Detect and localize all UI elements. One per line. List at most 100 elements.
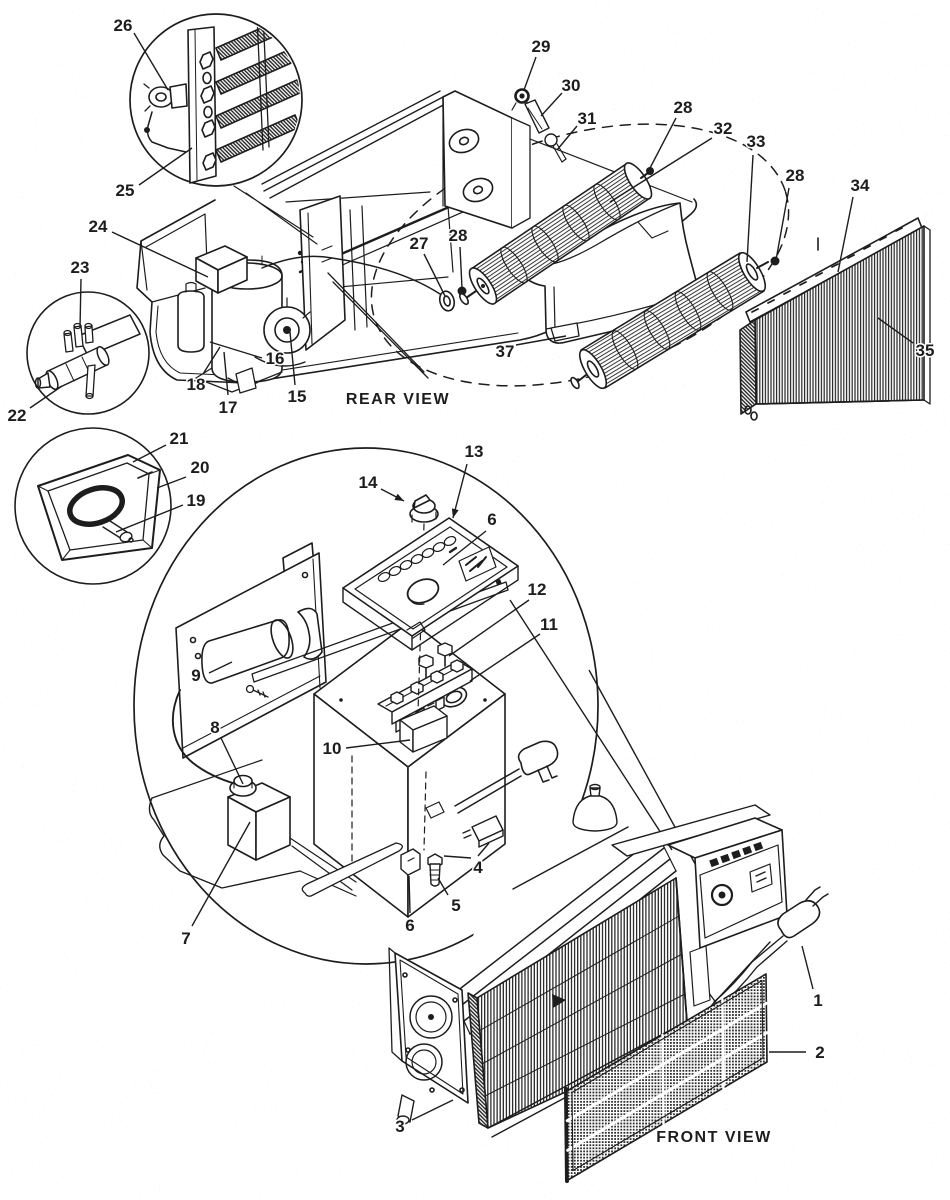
front-left-plate-part-8 [402, 972, 408, 978]
selector-knob [409, 494, 439, 523]
condenser-coil-part-3 [923, 225, 931, 405]
callout-28: 28 [674, 98, 693, 117]
callout-14: 14 [359, 473, 378, 492]
blower-wheel-evaporator-part-2 [500, 246, 528, 284]
blower-wheel-condenser-part-9 [570, 376, 580, 390]
control-bezel-part-2 [342, 565, 519, 651]
front-top-rails-part-1 [512, 826, 629, 890]
front-control-box-part-7 [749, 863, 773, 893]
control-bezel-part-4 [408, 597, 425, 606]
callout-leader-31 [556, 125, 578, 151]
rear-partition-plates [299, 195, 368, 351]
drain-elbow-part-2 [396, 1115, 410, 1125]
diagram-part-1 [571, 979, 764, 1172]
rear-motor-bracket-part-5 [458, 136, 470, 146]
valve-body-part-3 [96, 345, 110, 367]
callout-leader-28 [775, 187, 790, 261]
callout-34: 34 [851, 176, 870, 195]
vent-dome-part-1 [572, 794, 618, 832]
bezel-buttons [377, 535, 457, 583]
evaporator-coil-part-5 [552, 994, 566, 1008]
valve-tubes-part-8 [85, 392, 94, 400]
reservoir-box-part-6 [233, 780, 253, 789]
blower-wheel-condenser-part-3 [643, 310, 671, 350]
rear-motor-bracket-part-6 [462, 177, 494, 203]
callout-23: 23 [71, 258, 90, 277]
blower-wheel-condenser-part-4 [674, 291, 702, 331]
front-left-plate-part-7 [411, 1049, 437, 1075]
scroll-housing-part-4 [553, 286, 556, 331]
heater-mount-plate-part-8 [203, 105, 213, 119]
rear-motor-bolts-part-7 [552, 143, 567, 163]
rear-grommet-washer-part-3 [457, 286, 467, 296]
rear-motor-bolts-part-8 [561, 158, 567, 163]
callout-28: 28 [786, 166, 805, 185]
condenser-coil-part-5 [744, 405, 752, 415]
floating-bolts-part-3 [418, 654, 434, 669]
drain-elbow [396, 1094, 415, 1125]
reservoir-box-part-3 [255, 796, 291, 861]
selector-knob-part-4 [411, 511, 437, 523]
relay-block-part-4 [417, 702, 435, 711]
callout-7: 7 [181, 929, 190, 948]
front-control-box-part-5 [710, 883, 734, 907]
front-grille [564, 973, 769, 1183]
strip-bolts-part-3 [430, 670, 444, 684]
heater-mount-plate-part-3 [199, 51, 214, 70]
heater-mount-plate-part-5 [201, 119, 216, 138]
rear-motor-bracket-part-3 [511, 117, 531, 229]
scroll-housing-part-3 [637, 221, 669, 239]
callout-leader-37 [515, 335, 567, 346]
rear-motor-bracket [442, 90, 531, 229]
box-power-cord-part-3 [537, 765, 558, 783]
callout-leader-27 [423, 253, 446, 297]
connector-4-part-2 [478, 829, 504, 848]
callout-leader-11 [469, 633, 541, 682]
switch-6-part-2 [407, 857, 415, 862]
front-left-plate-part-5 [428, 1014, 434, 1020]
rear-fan-motor-part-3 [283, 326, 291, 334]
callout-31: 31 [578, 109, 597, 128]
front-assembly [388, 783, 829, 1183]
rear-motor-bracket-part-7 [472, 185, 484, 195]
callout-11: 11 [540, 615, 558, 634]
condenser-coil-part-4 [755, 399, 925, 405]
inset-heater [129, 13, 318, 245]
drain-spout-part-1 [102, 520, 128, 540]
callout-leader-16 [209, 341, 263, 359]
strip-bolts [390, 659, 464, 705]
valve-tubes [63, 322, 96, 400]
control-bezel-part-3 [354, 526, 508, 630]
callout-leader-35 [877, 317, 914, 344]
callout-leader-9 [208, 661, 233, 674]
rear-back-wall-part-5 [511, 131, 693, 203]
blower-wheel-evaporator-part-5 [593, 183, 621, 221]
rear-compressor [177, 245, 441, 394]
rear-partition-plates-part-3 [349, 205, 368, 331]
callout-32: 32 [714, 119, 733, 138]
rear-view-label: REAR VIEW [346, 391, 450, 408]
thermostat-wire [171, 689, 237, 785]
compressor-tubes-part-3 [254, 356, 306, 367]
callout-leader-5 [437, 877, 449, 896]
callout-1: 1 [813, 991, 822, 1010]
connector-4-part-3 [462, 829, 472, 839]
callout-16: 16 [266, 349, 285, 368]
rear-motor-bolts [511, 88, 567, 163]
callout-leader-30 [540, 92, 563, 117]
blower-wheel-evaporator-part-3 [531, 225, 559, 263]
rear-motor-bolts-part-5 [527, 107, 543, 130]
callout-17: 17 [219, 398, 238, 417]
reservoir-shelf-part-1 [148, 797, 301, 889]
callout-30: 30 [562, 76, 581, 95]
limit-switch-part-3 [143, 83, 151, 112]
inset-valve [26, 291, 150, 415]
vent-dome-part-2 [589, 787, 601, 797]
callout-35: 35 [916, 341, 935, 360]
connector-4-part-4 [425, 801, 445, 819]
selector-knob-part-3 [413, 494, 431, 509]
front-left-plate-part-13 [388, 947, 403, 1062]
rear-pan-left-end [140, 213, 209, 303]
blower-wheel-evaporator-part-10 [459, 292, 469, 306]
heater-elements-part-5 [256, 16, 270, 151]
